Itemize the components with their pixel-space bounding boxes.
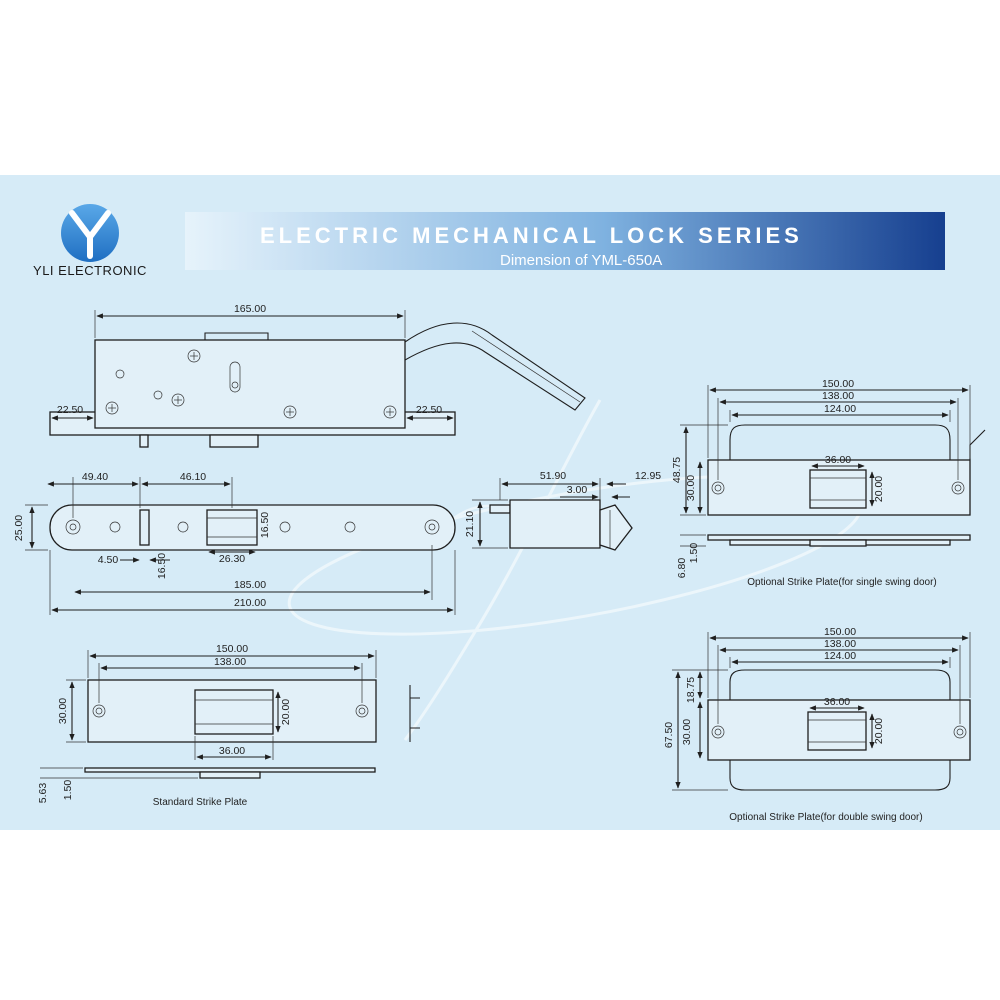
dim-body-depth: 51.90	[540, 470, 566, 482]
dim-double-slot-width: 36.00	[824, 696, 850, 708]
side-view-dimensions: 51.90 12.95 3.00 21.10	[464, 470, 661, 549]
double-swing-dimensions: 150.00 138.00 124.00 67.50 18.75 30.00 3…	[663, 626, 971, 823]
faceplate-view	[49, 504, 456, 551]
title-banner	[185, 212, 945, 270]
dim-center-offset: 46.10	[180, 471, 206, 483]
dim-single-depth: 6.80	[676, 558, 688, 579]
side-view	[489, 499, 633, 551]
page-title: ELECTRIC MECHANICAL LOCK SERIES	[260, 223, 803, 248]
dim-lock-length: 165.00	[234, 303, 266, 315]
dim-hole-spacing: 185.00	[234, 579, 266, 591]
single-swing-dimensions: 150.00 138.00 124.00 48.75 30.00 36.00 2…	[671, 378, 971, 588]
dim-single-inner: 124.00	[824, 403, 856, 415]
dim-slot-height: 16.50	[156, 553, 168, 579]
dim-latch-length: 12.95	[635, 470, 661, 482]
brand-name: YLI ELECTRONIC	[33, 263, 147, 278]
dim-single-overall: 150.00	[822, 378, 854, 390]
dim-right-flange: 22.50	[416, 404, 442, 416]
standard-strike-dimensions: 150.00 138.00 30.00 20.00 36.00 5.63 1.5…	[37, 643, 377, 808]
dim-plate-thickness: 3.00	[567, 484, 588, 496]
dim-double-plate-height: 30.00	[681, 719, 693, 745]
dim-single-mid: 138.00	[822, 390, 854, 402]
dim-standard-overall: 150.00	[216, 643, 248, 655]
dim-bolt-width: 26.30	[219, 553, 245, 565]
dim-standard-height: 30.00	[57, 698, 69, 724]
dim-single-height: 48.75	[671, 457, 683, 483]
dim-standard-thickness: 1.50	[62, 780, 74, 801]
dim-standard-depth: 5.63	[37, 783, 49, 804]
dim-single-thickness: 1.50	[688, 543, 700, 564]
caption-single-swing: Optional Strike Plate(for single swing d…	[747, 577, 937, 588]
page-subtitle: Dimension of YML-650A	[500, 252, 662, 269]
dim-standard-slot-width: 36.00	[219, 745, 245, 757]
double-swing-strike-view	[707, 669, 971, 791]
dim-faceplate-height: 25.00	[13, 515, 25, 541]
dim-double-mid: 138.00	[824, 638, 856, 650]
dim-left-flange: 22.50	[57, 404, 83, 416]
caption-standard-strike: Standard Strike Plate	[153, 797, 248, 808]
lock-body-view	[49, 322, 586, 448]
dim-double-upper-height: 18.75	[685, 677, 697, 703]
dim-side-height: 21.10	[464, 511, 476, 537]
dim-bolt-height: 16.50	[259, 512, 271, 538]
dim-standard-slot-height: 20.00	[280, 699, 292, 725]
dim-single-slot-height: 20.00	[873, 476, 885, 502]
single-swing-strike-view	[707, 424, 986, 547]
dim-double-overall: 150.00	[824, 626, 856, 638]
dim-hole-offset: 49.40	[82, 471, 108, 483]
dim-standard-hole-spacing: 138.00	[214, 656, 246, 668]
dim-double-total-height: 67.50	[663, 722, 675, 748]
yli-y-logo-icon	[61, 204, 119, 262]
dim-double-slot-height: 20.00	[873, 718, 885, 744]
standard-strike-view	[84, 679, 420, 779]
faceplate-dimensions: 49.40 46.10 25.00 4.50 16.50 16.50 26.30…	[13, 471, 456, 615]
dim-single-slot-width: 36.00	[825, 454, 851, 466]
dim-slot-width: 4.50	[98, 554, 119, 566]
dim-double-inner: 124.00	[824, 650, 856, 662]
dim-single-plate-height: 30.00	[685, 475, 697, 501]
dim-faceplate-length: 210.00	[234, 597, 266, 609]
lock-body-dimensions: 165.00 22.50 22.50	[51, 303, 454, 421]
caption-double-swing: Optional Strike Plate(for double swing d…	[729, 812, 922, 823]
